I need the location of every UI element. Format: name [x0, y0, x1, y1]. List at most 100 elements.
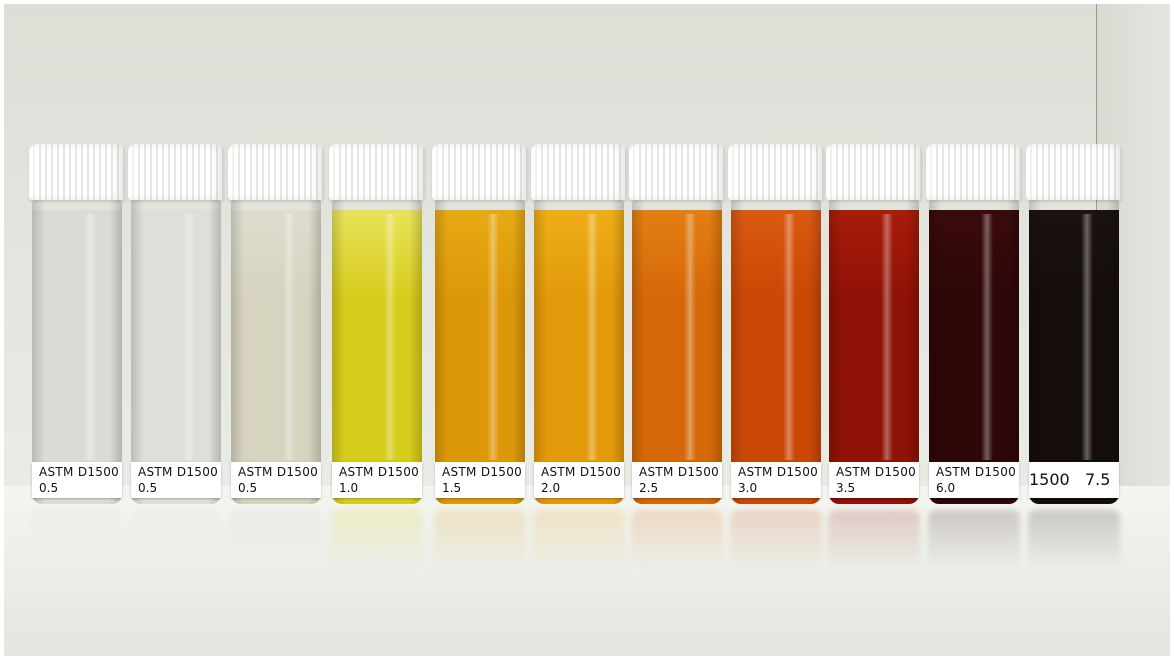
- label-standard: ASTM D1500: [936, 465, 1017, 479]
- vial-liquid: [131, 210, 221, 504]
- vial-cap: [926, 144, 1022, 200]
- sample-vial: ASTM D1500 2.0: [531, 144, 627, 506]
- vial-glass: [1029, 200, 1119, 504]
- glass-highlight: [1081, 214, 1093, 460]
- glass-edge: [1029, 200, 1119, 504]
- vial-label: ASTM D1500 1.5: [435, 462, 525, 498]
- glass-highlight: [981, 214, 993, 460]
- vial-reflection: [730, 510, 822, 570]
- vial-cap: [329, 144, 425, 200]
- vial-label: ASTM D1500 0.5: [131, 462, 221, 498]
- vial-label: ASTM D1500 3.0: [731, 462, 821, 498]
- label-color-value: 0.5: [39, 481, 59, 495]
- label-standard: ASTM D1500: [238, 465, 319, 479]
- glass-edge: [731, 200, 821, 504]
- label-standard: 1500: [1029, 470, 1070, 489]
- glass-edge: [829, 200, 919, 504]
- vial-reflection: [230, 510, 322, 570]
- vial-reflection: [828, 510, 920, 570]
- vial-glass: [829, 200, 919, 504]
- glass-highlight: [384, 214, 396, 460]
- label-color-value: 7.5: [1085, 470, 1111, 489]
- vial-liquid: [731, 210, 821, 504]
- vial-label: 1500 7.5: [1029, 462, 1119, 498]
- vial-cap: [228, 144, 324, 200]
- label-color-value: 2.0: [541, 481, 561, 495]
- vial-cap: [1026, 144, 1122, 200]
- label-standard: ASTM D1500: [138, 465, 219, 479]
- sample-vial: 1500 7.5: [1026, 144, 1122, 506]
- glass-highlight: [586, 214, 598, 460]
- label-color-value: 6.0: [936, 481, 956, 495]
- vial-glass: [929, 200, 1019, 504]
- vial-cap: [531, 144, 627, 200]
- vial-reflection: [331, 510, 423, 570]
- vial-liquid: [332, 210, 422, 504]
- vial-cap: [826, 144, 922, 200]
- vial-reflection: [1028, 510, 1120, 570]
- sample-vial: ASTM D1500 1.5: [432, 144, 528, 506]
- label-color-value: 2.5: [639, 481, 659, 495]
- glass-highlight: [283, 214, 295, 460]
- vial-label: ASTM D1500 2.5: [632, 462, 722, 498]
- label-standard: ASTM D1500: [836, 465, 917, 479]
- vial-reflection: [130, 510, 222, 570]
- label-color-value: 3.0: [738, 481, 758, 495]
- vial-glass: [632, 200, 722, 504]
- vial-label: ASTM D1500 2.0: [534, 462, 624, 498]
- label-color-value: 3.5: [836, 481, 856, 495]
- vial-cap: [432, 144, 528, 200]
- vial-liquid: [32, 210, 122, 504]
- label-standard: ASTM D1500: [738, 465, 819, 479]
- vial-label: ASTM D1500 0.5: [231, 462, 321, 498]
- glass-highlight: [783, 214, 795, 460]
- vial-glass: [131, 200, 221, 504]
- vial-cap: [128, 144, 224, 200]
- sample-vial: ASTM D1500 3.0: [728, 144, 824, 506]
- vial-liquid: [929, 210, 1019, 504]
- label-standard: ASTM D1500: [541, 465, 622, 479]
- glass-edge: [131, 200, 221, 504]
- sample-vial: ASTM D1500 2.5: [629, 144, 725, 506]
- sample-vial: ASTM D1500 6.0: [926, 144, 1022, 506]
- vial-liquid: [829, 210, 919, 504]
- glass-edge: [632, 200, 722, 504]
- label-standard: ASTM D1500: [39, 465, 120, 479]
- shelf-surface: [4, 486, 1170, 656]
- vial-glass: [332, 200, 422, 504]
- glass-edge: [929, 200, 1019, 504]
- label-color-value: 0.5: [238, 481, 258, 495]
- vial-liquid: [435, 210, 525, 504]
- label-standard: ASTM D1500: [339, 465, 420, 479]
- sample-vial: ASTM D1500 0.5: [228, 144, 324, 506]
- label-color-value: 1.5: [442, 481, 462, 495]
- glass-edge: [534, 200, 624, 504]
- vial-reflection: [631, 510, 723, 570]
- glass-edge: [32, 200, 122, 504]
- vial-glass: [231, 200, 321, 504]
- label-color-value: 0.5: [138, 481, 158, 495]
- vial-label: ASTM D1500 0.5: [32, 462, 122, 498]
- vial-reflection: [434, 510, 526, 570]
- glass-highlight: [183, 214, 195, 460]
- vial-liquid: [632, 210, 722, 504]
- vial-glass: [534, 200, 624, 504]
- glass-edge: [435, 200, 525, 504]
- vial-reflection: [31, 510, 123, 570]
- sample-vial: ASTM D1500 0.5: [29, 144, 125, 506]
- vial-liquid: [231, 210, 321, 504]
- label-standard: ASTM D1500: [442, 465, 523, 479]
- vial-cap: [629, 144, 725, 200]
- vial-label: ASTM D1500 3.5: [829, 462, 919, 498]
- vial-glass: [435, 200, 525, 504]
- vial-glass: [32, 200, 122, 504]
- vial-label: ASTM D1500 6.0: [929, 462, 1019, 498]
- glass-highlight: [487, 214, 499, 460]
- glass-edge: [332, 200, 422, 504]
- glass-highlight: [84, 214, 96, 460]
- label-standard: ASTM D1500: [639, 465, 720, 479]
- glass-edge: [231, 200, 321, 504]
- vial-reflection: [533, 510, 625, 570]
